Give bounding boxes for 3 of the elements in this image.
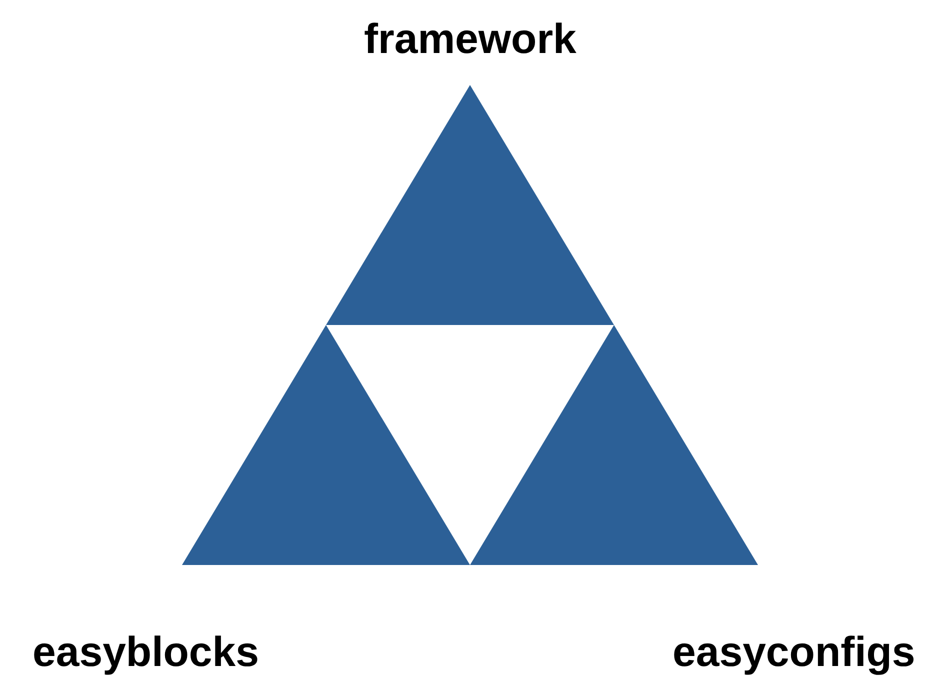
component-label: framework — [364, 18, 576, 60]
component-label: easyconfigs — [672, 631, 916, 673]
component-label: easyblocks — [32, 631, 259, 673]
